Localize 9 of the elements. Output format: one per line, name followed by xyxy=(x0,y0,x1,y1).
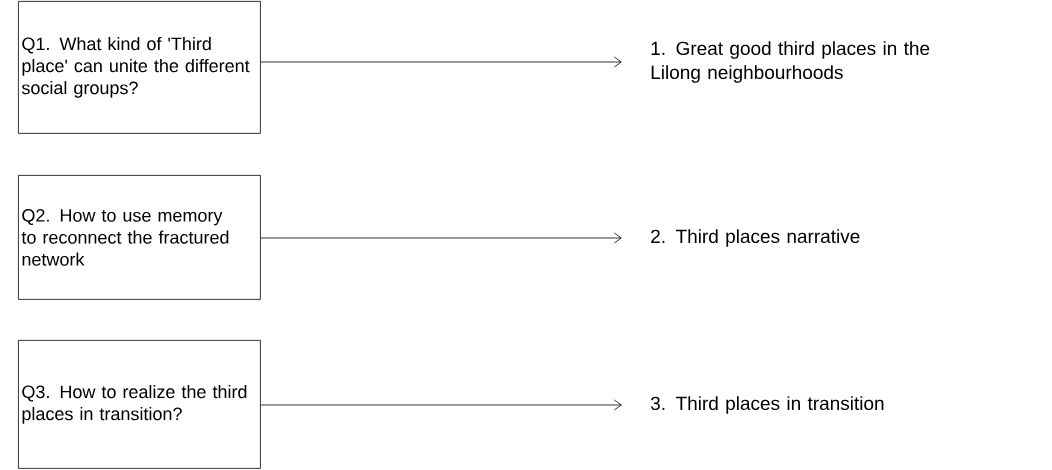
answer-text: 1. Great good third places in the Lilong neighbourhoods xyxy=(651,41,930,83)
question-box: Q2. How to use memory to reconnect the fractured network xyxy=(18,175,261,300)
question-box: Q1. What kind of 'Third place' can unite the different social groups? xyxy=(18,1,261,134)
answer-text: 2. Third places narrative xyxy=(651,229,860,247)
arrow xyxy=(260,56,622,68)
arrow xyxy=(260,399,622,411)
answer-text: 3. Third places in transition xyxy=(650,396,884,414)
arrow xyxy=(260,232,622,244)
question-box: Q3. How to realize the third places in transition? xyxy=(18,340,261,469)
